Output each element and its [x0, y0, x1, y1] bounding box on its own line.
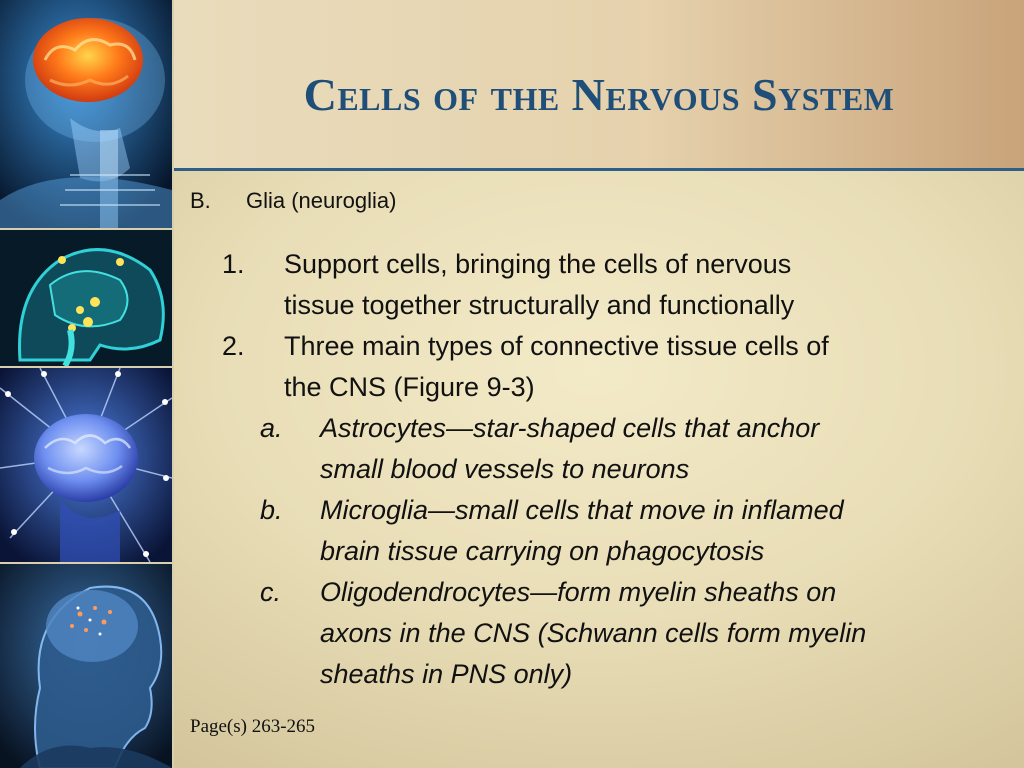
list-line: the CNS (Figure 9-3) [284, 372, 535, 402]
list-line: Oligodendrocytes—form myelin sheaths on [320, 577, 837, 607]
brain-network-image [0, 368, 172, 562]
list-line: small blood vessels to neurons [320, 454, 690, 484]
list-line: brain tissue carrying on phagocytosis [320, 536, 765, 566]
panel-divider [0, 562, 172, 564]
section-text: Glia (neuroglia) [246, 188, 397, 213]
sub-list-marker: b. [260, 495, 283, 525]
list-line: Three main types of connective tissue ce… [284, 331, 829, 361]
sub-list-item: c. Oligodendrocytes—form myelin sheaths … [260, 572, 980, 695]
head-profile-image [0, 564, 172, 768]
list-line: axons in the CNS (Schwann cells form mye… [320, 618, 867, 648]
slide-title: Cells of the Nervous System [303, 69, 895, 120]
brain-skeleton-image [0, 0, 172, 228]
list-item: 2. Three main types of connective tissue… [222, 326, 982, 408]
section-marker: B. [190, 188, 211, 213]
brain-scan-image [0, 230, 172, 366]
list-line: Support cells, bringing the cells of ner… [284, 249, 792, 279]
list-line: sheaths in PNS only) [320, 659, 573, 689]
sub-list-marker: a. [260, 413, 283, 443]
sidebar-border [172, 0, 174, 768]
slide-body: B. Glia (neuroglia) 1. Support cells, br… [190, 186, 1010, 689]
image-sidebar [0, 0, 172, 768]
sub-list-item: a. Astrocytes—star-shaped cells that anc… [260, 408, 980, 490]
panel-divider [0, 366, 172, 368]
list-line: tissue together structurally and functio… [284, 290, 795, 320]
list-line: Astrocytes—star-shaped cells that anchor [320, 413, 820, 443]
title-underline [174, 168, 1024, 171]
section-heading: B. Glia (neuroglia) [190, 186, 1010, 216]
list-item: 1. Support cells, bringing the cells of … [222, 244, 982, 326]
title-band [174, 0, 1024, 168]
panel-divider [0, 228, 172, 230]
list-marker: 1. [222, 249, 245, 279]
list-marker: 2. [222, 331, 245, 361]
sub-list-marker: c. [260, 577, 282, 607]
list-line: Microglia—small cells that move in infla… [320, 495, 844, 525]
sub-list-item: b. Microglia—small cells that move in in… [260, 490, 980, 572]
page-reference: Page(s) 263-265 [190, 716, 316, 737]
